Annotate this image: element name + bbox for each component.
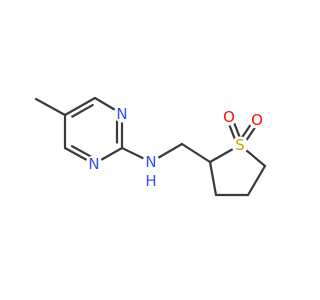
atom-o1: O [220,108,238,126]
atom-n1: N [85,155,103,173]
atom-label: O [223,108,235,126]
atom-background [113,105,131,123]
atom-h: H [142,172,160,190]
bond-line-inner [71,103,94,118]
atom-nh: N [142,153,160,171]
atom-label: H [145,172,156,190]
atom-background [85,155,103,173]
atom-background [142,172,160,190]
atom-background [231,136,249,154]
atom-background [248,111,266,129]
atom-label: O [251,111,263,129]
bond-line [34,97,67,117]
bond-methyl-c5 [34,97,67,117]
atom-label: N [116,105,127,123]
atom-label: N [88,155,99,173]
atom-background [220,108,238,126]
atom-label: N [145,153,156,171]
atom-o2: O [248,111,266,129]
bond-line [180,142,212,164]
atom-label: S [235,136,245,154]
atom-background [142,153,160,171]
atom-n3: N [113,105,131,123]
bond-line [208,160,218,197]
bond-line [246,164,267,197]
bond-c5r-c4r [246,164,267,197]
bond-line-inner [70,145,93,159]
bond-line [63,96,97,117]
bond-c5-c4 [63,96,97,118]
atom-s: S [231,136,249,154]
bond-c3r-c2r [208,160,218,197]
bond-ch2-c2r [180,142,212,164]
